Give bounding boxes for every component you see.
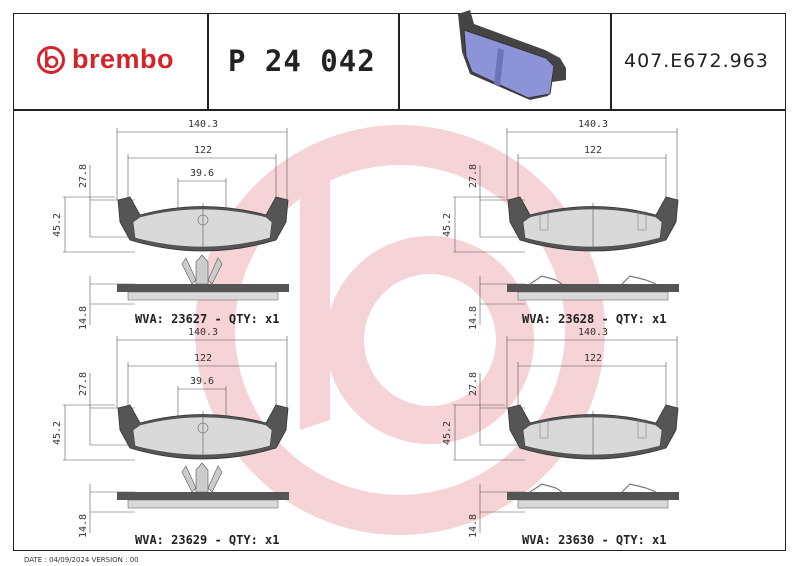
side-backing-plate (507, 492, 679, 500)
dimension-height-total: 45.2 (442, 213, 453, 237)
footer-date-version: DATE : 04/09/2024 VERSION : 00 (24, 556, 139, 564)
pad-preview-image (458, 10, 566, 100)
side-friction-material (127, 291, 279, 301)
dimension-clip-width: 39.6 (190, 376, 214, 387)
slot-icon (539, 419, 549, 439)
pad-drawing: 140.3 122 27.8 45.2 14.8 (442, 327, 679, 538)
pad-drawing: 140.3 122 39.6 27.8 45.2 14.8 (52, 119, 289, 330)
slot-icon (637, 419, 647, 439)
wear-sensor-wire (529, 483, 657, 493)
side-friction-material (127, 499, 279, 509)
header-divider (398, 13, 400, 110)
dimension-height-top: 27.8 (468, 164, 479, 188)
dimension-height-total: 45.2 (52, 421, 63, 445)
dimension-width-overall: 140.3 (578, 119, 608, 130)
dimension-height-top: 27.8 (78, 372, 89, 396)
dimension-height-total: 45.2 (52, 213, 63, 237)
dimension-thickness: 14.8 (78, 306, 89, 330)
dimension-width-overall: 140.3 (188, 119, 218, 130)
clip-spring (195, 254, 209, 285)
slot-icon (539, 211, 549, 231)
dimension-height-total: 45.2 (442, 421, 453, 445)
side-backing-plate (117, 492, 289, 500)
header-divider (13, 109, 786, 111)
side-friction-material (517, 291, 669, 301)
pad-friction-material (132, 208, 273, 248)
clip-icon (197, 422, 209, 434)
pad-friction-material (132, 416, 273, 456)
dimension-width-inner: 122 (194, 145, 212, 156)
clip-spring (195, 462, 209, 493)
dimension-thickness: 14.8 (468, 306, 479, 330)
pad-friction-material (522, 416, 663, 456)
dimension-width-overall: 140.3 (188, 327, 218, 338)
side-backing-plate (507, 284, 679, 292)
clip-spring (181, 465, 197, 493)
part-number: P 24 042 (228, 44, 376, 78)
clip-spring (181, 257, 197, 285)
wva-label: WVA: 23628 - QTY: x1 (522, 312, 667, 326)
dimension-width-inner: 122 (584, 353, 602, 364)
wva-label: WVA: 23627 - QTY: x1 (135, 312, 280, 326)
wva-label: WVA: 23630 - QTY: x1 (522, 533, 667, 547)
brembo-logo-icon (37, 45, 65, 74)
header-divider (207, 13, 209, 110)
clip-icon (197, 214, 209, 226)
dimension-width-overall: 140.3 (578, 327, 608, 338)
side-friction-material (517, 499, 669, 509)
clip-spring (207, 257, 223, 285)
brand-name: brembo (72, 44, 175, 74)
dimension-clip-width: 39.6 (190, 168, 214, 179)
wva-label: WVA: 23629 - QTY: x1 (135, 533, 280, 547)
clip-spring (207, 465, 223, 493)
dimension-thickness: 14.8 (468, 514, 479, 538)
dimension-width-inner: 122 (584, 145, 602, 156)
slot-icon (637, 211, 647, 231)
wear-sensor-wire (529, 275, 657, 285)
pad-drawing: 140.3 122 27.8 45.2 14.8 (442, 119, 679, 330)
sheet-border (13, 13, 786, 551)
pad-friction-material (522, 208, 663, 248)
reference-number: 407.E672.963 (624, 50, 769, 72)
brembo-logo: brembo (36, 44, 174, 75)
header-divider (610, 13, 612, 110)
dimension-height-top: 27.8 (78, 164, 89, 188)
dimension-thickness: 14.8 (78, 514, 89, 538)
dimension-width-inner: 122 (194, 353, 212, 364)
side-backing-plate (117, 284, 289, 292)
pad-drawing: 140.3 122 39.6 27.8 45.2 14.8 (52, 327, 289, 538)
dimension-height-top: 27.8 (468, 372, 479, 396)
